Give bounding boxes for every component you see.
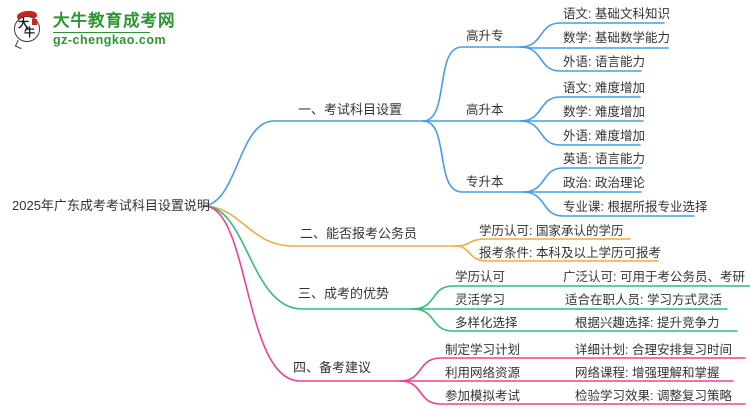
edge-group2-leaf1 [519,96,641,122]
branch-4-label: 四、备考建议 [293,360,372,375]
edge-branch1-group1 [422,46,521,122]
branch-1-label: 一、考试科目设置 [298,102,403,117]
branch-3-row-1-label: 学历认可 [455,270,506,284]
branch-4-row-2-label: 利用网络资源 [445,366,521,380]
branch-1-group-3-leaf-1: 英语: 语言能力 [563,152,645,166]
branch-1-group-3-label: 专升本 [466,175,504,189]
edge-branch4-row3 [399,380,746,405]
branch-1-group-1-label: 高升专 [466,29,504,43]
branch-1-group-2-leaf-2: 数学: 难度增加 [563,105,645,119]
edge-branch2-leaf2 [454,245,659,262]
edge-group1-leaf3 [519,46,642,72]
edge-group1-leaf1 [519,22,665,48]
branch-2-leaf-2: 报考条件: 本科及以上学历可报考 [479,246,661,260]
branch-3-row-2-label: 灵活学习 [455,293,506,307]
branch-1-group-1-leaf-1: 语文: 基础文科知识 [563,7,670,21]
branch-4-row-1-detail: 详细计划: 合理安排复习时间 [575,343,732,357]
branch-3-row-3-label: 多样化选择 [455,316,518,330]
edge-group3-leaf1 [522,167,642,193]
branch-3-label: 三、成考的优势 [298,286,390,301]
branch-4-row-1-label: 制定学习计划 [445,343,521,357]
site-logo[interactable]: 大 牛 大牛教育成考网 gz-chengkao.com [14,9,176,50]
edge-branch3-row3 [412,308,738,332]
logo-badge-icon: 大 牛 [14,9,44,50]
root-node-label: 2025年广东成考考试科目设置说明 [12,198,210,213]
branch-3-row-2-detail: 适合在职人员: 学习方式灵活 [565,293,722,307]
badge-circle: 大 牛 [14,16,40,42]
edge-group2-leaf3 [519,120,641,146]
badge-char-top: 大 [18,18,29,30]
branch-1-group-3-leaf-2: 政治: 政治理论 [563,176,645,190]
branch-2-label: 二、能否报考公务员 [300,226,418,241]
branch-4-row-2-detail: 网络课程: 增强理解和掌握 [575,366,720,380]
branch-4-row-3-detail: 检验学习效果: 调整复习策略 [575,389,732,403]
edge-branch1-group3 [422,120,524,193]
edge-root-branch4 [202,205,401,382]
edge-group3-leaf3 [522,191,695,217]
badge-seal-icon [32,19,37,25]
logo-title: 大牛教育成考网 [53,12,176,30]
edge-root-branch3 [202,205,414,310]
edge-branch2-leaf1 [454,238,631,247]
branch-3-row-1-detail: 广泛认可: 可用于考公务员、考研 [563,270,745,284]
branch-1-group-1-leaf-2: 数学: 基础数学能力 [563,31,670,45]
branch-2-leaf-1: 学历认可: 国家承认的学历 [479,224,624,238]
badge-char-bottom: 牛 [24,27,35,39]
branch-1-group-2-leaf-3: 外语: 难度增加 [563,129,645,143]
logo-divider [53,32,150,33]
branch-1-group-2-label: 高升本 [466,103,504,117]
branch-3-row-3-detail: 根据兴趣选择: 提升竞争力 [575,316,720,330]
logo-text-block: 大牛教育成考网 gz-chengkao.com [53,12,176,47]
edge-root-branch1 [202,120,424,207]
edge-group1-leaf2 [519,46,669,49]
branch-1-group-2-leaf-1: 语文: 难度增加 [563,81,645,95]
branch-4-row-3-label: 参加模拟考试 [445,389,521,403]
branch-1-group-1-leaf-3: 外语: 语言能力 [563,55,645,69]
edge-root-branch2 [202,205,456,247]
branch-1-group-3-leaf-3: 专业课: 根据所报专业选择 [563,200,708,214]
logo-domain: gz-chengkao.com [53,33,167,47]
